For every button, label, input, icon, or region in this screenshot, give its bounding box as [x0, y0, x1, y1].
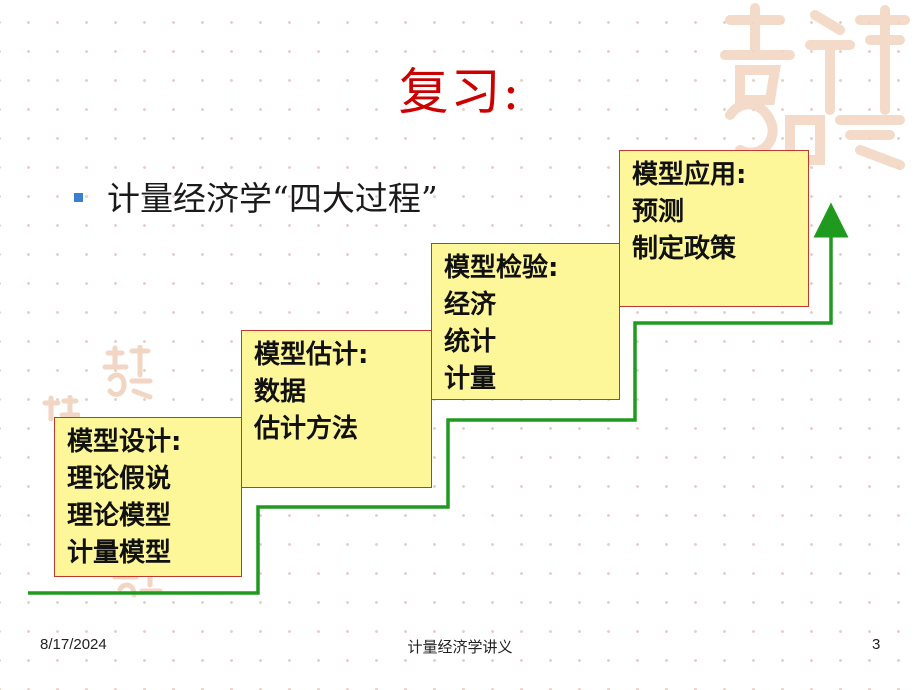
step-box-application: 模型应用: 预测 制定政策	[619, 150, 809, 307]
small-seal-decoration	[102, 345, 153, 400]
step-item: 理论假说	[67, 464, 172, 494]
step-heading: 模型检验:	[444, 253, 559, 283]
step-item: 制定政策	[632, 234, 737, 264]
step-box-validation: 模型检验: 经济 统计 计量	[431, 243, 620, 400]
step-box-estimation: 模型估计: 数据 估计方法	[241, 330, 432, 488]
step-item: 数据	[254, 377, 307, 407]
step-item: 计量模型	[67, 538, 172, 568]
page-number: 3	[872, 636, 881, 653]
footer-title: 计量经济学讲义	[407, 639, 513, 656]
step-heading: 模型估计:	[254, 340, 369, 370]
step-heading: 模型设计:	[67, 427, 182, 457]
step-heading: 模型应用:	[632, 160, 747, 190]
step-item: 统计	[444, 327, 497, 357]
slide-title: 复习:	[398, 63, 522, 121]
bullet-item: 计量经济学“四大过程”	[74, 172, 438, 220]
square-bullet-icon	[74, 192, 83, 202]
footer-date: 8/17/2024	[40, 636, 107, 653]
step-item: 经济	[444, 290, 497, 320]
step-box-design: 模型设计: 理论假说 理论模型 计量模型	[54, 417, 242, 577]
step-item: 预测	[632, 197, 685, 227]
step-item: 计量	[444, 364, 497, 394]
bullet-text: 计量经济学“四大过程”	[107, 179, 438, 218]
step-item: 估计方法	[254, 414, 359, 444]
step-item: 理论模型	[67, 501, 172, 531]
